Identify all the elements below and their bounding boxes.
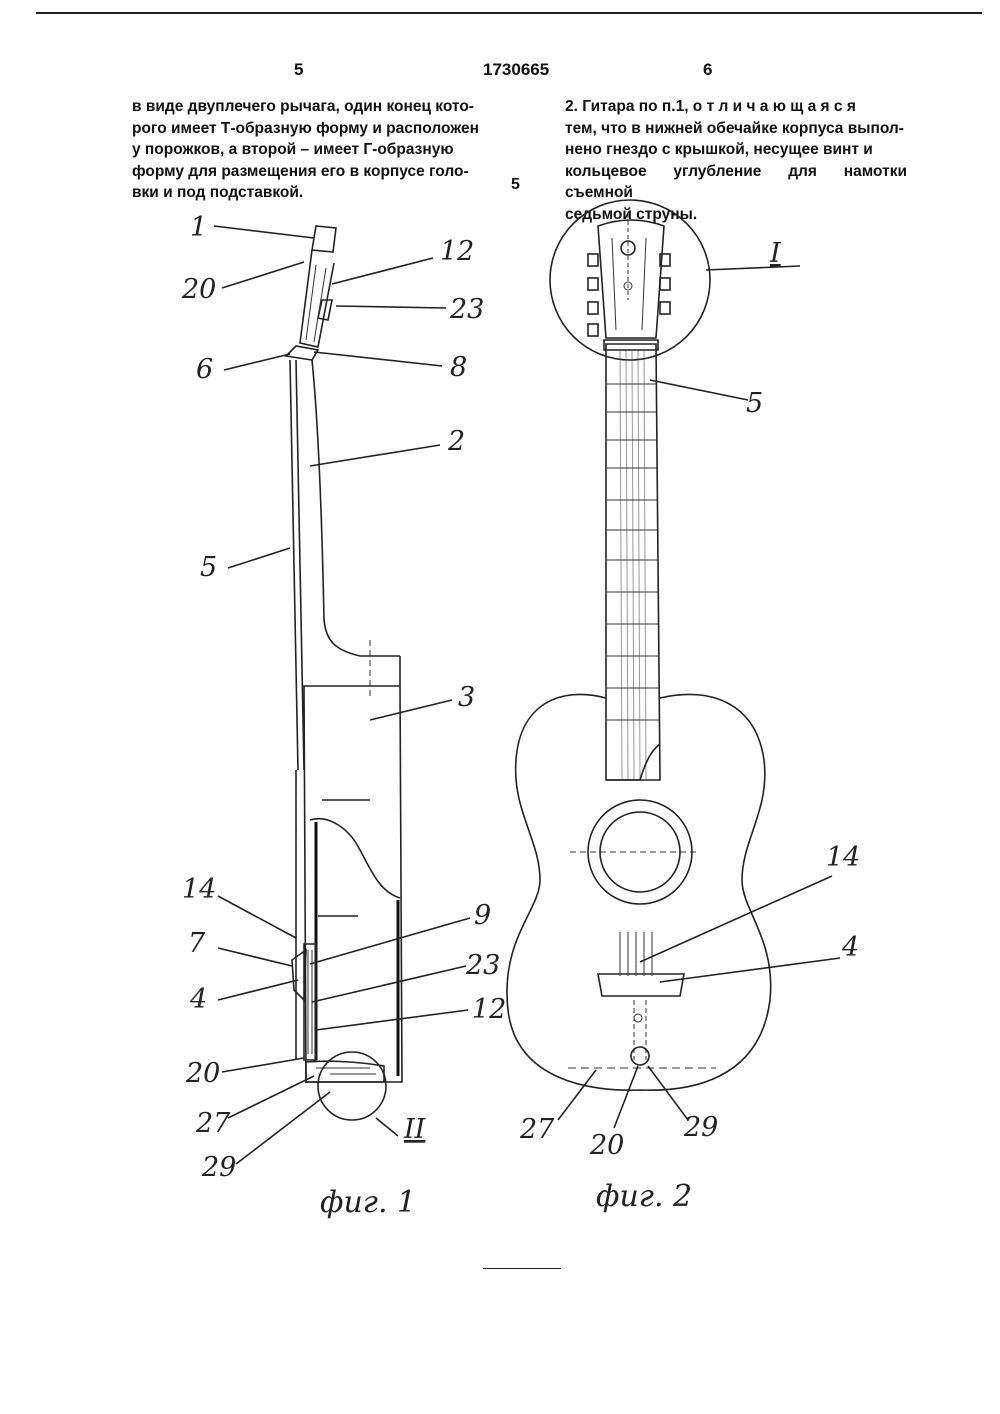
headstock-front: [598, 220, 664, 338]
body-sides: [316, 822, 398, 1076]
leader-3: [370, 700, 452, 720]
figure-1-side-view: 1 20 12 23 6 8 2 5 3 14 9 7 23 4 12 20 2…: [181, 212, 506, 1220]
label-29: 29: [201, 1152, 236, 1183]
leader-9: [310, 918, 470, 964]
label-7: 7: [188, 928, 206, 959]
label-5-front: 5: [746, 388, 763, 419]
neck-back-curve: [312, 360, 400, 656]
leader-29-front: [648, 1066, 688, 1120]
label-23-top: 23: [449, 294, 484, 325]
body-cutaway: [310, 819, 400, 898]
nut-6-8: [286, 346, 318, 360]
bottom-rule: [483, 1268, 561, 1269]
seventh-string-channel: [634, 1000, 646, 1060]
headstock-body: [300, 250, 334, 347]
lower-lever: [308, 950, 312, 1054]
leader-23-bottom: [312, 966, 466, 1002]
leader-12-top: [332, 258, 433, 284]
channel-pin: [634, 1014, 642, 1022]
leader-12-bottom: [316, 1010, 468, 1030]
nut-front: [604, 340, 658, 350]
leader-5: [228, 548, 290, 568]
figure-2-front-view: I 5 14 4 27 20 29 фиг. 2: [507, 200, 860, 1214]
label-12-top: 12: [440, 236, 474, 267]
leader-ii: [376, 1118, 398, 1136]
label-20-top: 20: [181, 274, 216, 305]
headstock-slots: [612, 238, 646, 330]
label-23-bottom: 23: [465, 950, 500, 981]
leader-8: [314, 352, 442, 366]
label-27-front: 27: [519, 1114, 555, 1145]
body-outline: [304, 686, 402, 1082]
bottom-screw: [316, 1068, 376, 1074]
label-14-front: 14: [826, 842, 860, 873]
leader-4: [218, 980, 298, 1000]
label-8: 8: [450, 352, 467, 383]
leader-27-front: [558, 1070, 596, 1120]
leader-14: [218, 896, 296, 938]
label-1: 1: [190, 212, 207, 243]
leader-7: [218, 948, 292, 966]
detail-circle-i: [550, 200, 710, 360]
leader-i: [706, 266, 800, 270]
label-12-bottom: 12: [472, 994, 506, 1025]
label-4-front: 4: [841, 932, 859, 963]
leader-20-bottom: [222, 1058, 304, 1072]
tuner-cap: [312, 226, 336, 252]
label-27: 27: [195, 1108, 231, 1139]
label-2: 2: [447, 426, 465, 457]
leader-4-front: [660, 958, 840, 982]
label-6: 6: [196, 354, 213, 385]
label-20-bottom: 20: [185, 1058, 220, 1089]
label-14: 14: [182, 874, 216, 905]
leader-14-front: [640, 876, 832, 962]
leader-20-front: [614, 1066, 638, 1128]
leader-20-top: [222, 262, 304, 288]
leader-23-top: [336, 306, 446, 308]
leader-1: [214, 226, 314, 238]
strings: [620, 350, 646, 780]
bottom-nest: [306, 1061, 384, 1082]
label-ii: II: [403, 1114, 427, 1145]
leader-5-front: [650, 380, 748, 400]
figure-1-caption: фиг. 1: [320, 1185, 416, 1220]
leader-6: [224, 354, 290, 370]
label-4: 4: [189, 984, 207, 1015]
label-20-front: 20: [589, 1130, 624, 1161]
leader-29: [236, 1092, 330, 1164]
neck-end: [606, 744, 660, 780]
leader-27: [228, 1076, 314, 1118]
figure-2-caption: фиг. 2: [596, 1179, 692, 1214]
bridge-front: [598, 974, 684, 996]
label-3: 3: [458, 682, 475, 713]
leader-2: [310, 445, 440, 466]
label-29-front: 29: [683, 1112, 718, 1143]
label-5: 5: [200, 552, 217, 583]
bridge-strings: [620, 932, 652, 976]
label-9: 9: [474, 900, 491, 931]
label-i: I: [769, 238, 782, 269]
body-braces: [318, 800, 370, 916]
